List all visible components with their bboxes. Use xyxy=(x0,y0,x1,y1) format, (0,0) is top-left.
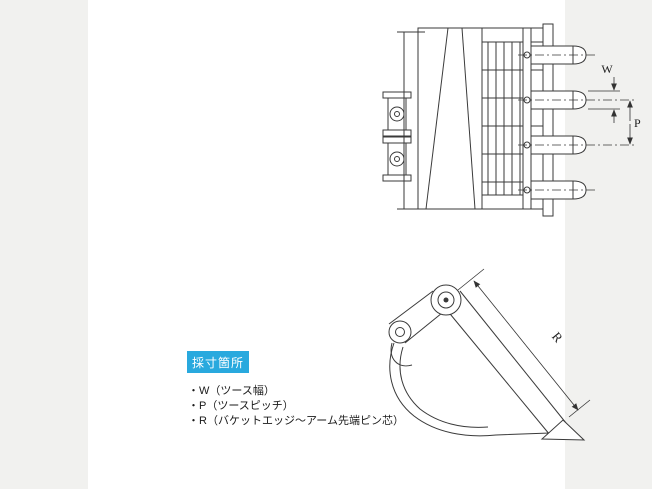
mount-plate xyxy=(397,31,425,210)
arm-pin xyxy=(430,284,462,316)
legend-items: ・W（ツース幅） ・P（ツースピッチ） ・R（バケットエッジ～アーム先端ピン芯） xyxy=(188,384,488,429)
side-plate xyxy=(542,23,554,217)
link-plates xyxy=(388,290,443,367)
bucket-back-edge xyxy=(445,290,567,436)
legend-header: 採寸箇所 xyxy=(187,351,249,373)
dimension-label-p: P xyxy=(634,116,641,130)
legend-item-w: ・W（ツース幅） xyxy=(188,385,275,397)
dimension-label-r: R xyxy=(549,329,566,346)
legend-item-p: ・P（ツースピッチ） xyxy=(188,400,294,412)
content-panel: W P xyxy=(88,0,641,489)
pin-boss-upper xyxy=(382,91,412,137)
w-dimension xyxy=(588,77,620,123)
bucket-shell xyxy=(389,342,551,437)
bucket-side-view-diagram: R xyxy=(388,268,591,441)
grille-end-plate xyxy=(522,27,532,210)
bucket-body-front xyxy=(417,27,483,210)
teeth xyxy=(523,45,587,200)
edge-tooth xyxy=(540,419,586,441)
pin-boss-lower xyxy=(382,136,412,182)
dimension-label-w: W xyxy=(601,62,613,76)
r-dimension xyxy=(457,268,591,418)
bucket-front-view-diagram: W P xyxy=(382,23,641,217)
legend-item-r: ・R（バケットエッジ～アーム先端ピン芯） xyxy=(188,415,404,427)
tooth-centerlines xyxy=(518,54,636,191)
link-pin xyxy=(388,320,412,344)
